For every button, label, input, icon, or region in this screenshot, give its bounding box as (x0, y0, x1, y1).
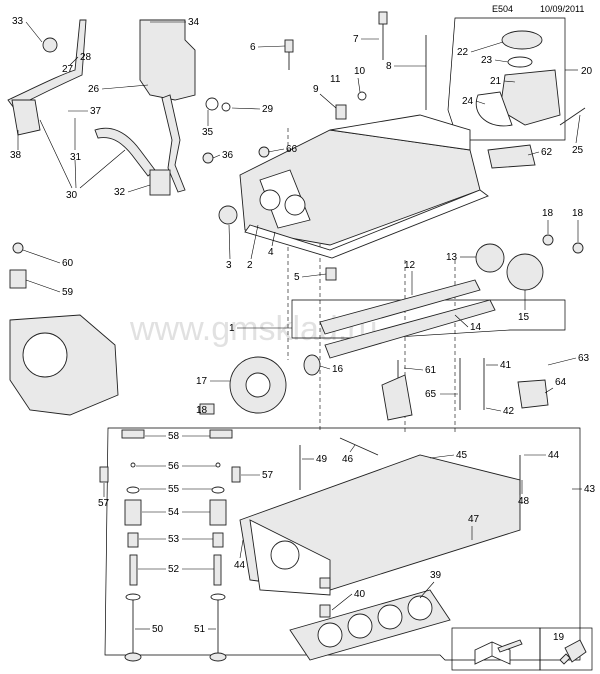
callout-44-top: 44 (548, 450, 560, 461)
brackets-right (381, 358, 549, 421)
callout-53: 53 (168, 534, 180, 545)
callout-57-right: 57 (262, 470, 274, 481)
callout-7: 7 (353, 34, 359, 45)
callout-16: 16 (332, 364, 344, 375)
callout-4: 4 (268, 247, 274, 258)
callout-21: 21 (490, 76, 502, 87)
callout-43: 43 (584, 484, 596, 495)
callout-25: 25 (572, 145, 584, 156)
camshaft-sprocket (199, 356, 287, 415)
callout-3: 3 (226, 260, 232, 271)
callout-44-left: 44 (234, 560, 246, 571)
callout-24: 24 (462, 96, 474, 107)
callout-57-left: 57 (98, 498, 110, 509)
camshaft-cover (218, 114, 489, 281)
callout-56: 56 (168, 461, 180, 472)
callout-29: 29 (262, 104, 274, 115)
callout-8: 8 (386, 61, 392, 72)
callout-28: 28 (80, 52, 92, 63)
callout-58: 58 (168, 431, 180, 442)
camshaft-group-frame (291, 299, 566, 339)
callout-17: 17 (196, 376, 208, 387)
callout-54: 54 (168, 507, 180, 518)
callout-13: 13 (446, 252, 458, 263)
callout-5: 5 (294, 272, 300, 283)
callout-62: 62 (541, 147, 553, 158)
callout-34: 34 (188, 17, 200, 28)
callout-49: 49 (316, 454, 328, 465)
callout-9: 9 (313, 84, 319, 95)
valvetrain-parts (99, 429, 241, 662)
callout-59: 59 (62, 287, 74, 298)
callout-65: 65 (425, 389, 437, 400)
head-gasket (289, 589, 451, 661)
callout-66: 66 (286, 144, 298, 155)
callout-51: 51 (194, 624, 206, 635)
sealant-tube-icon (539, 627, 593, 671)
callout-2: 2 (247, 260, 253, 271)
open-book-wrench-icon (451, 627, 541, 671)
callout-40: 40 (354, 589, 366, 600)
callout-23: 23 (481, 55, 493, 66)
callout-47: 47 (468, 514, 480, 525)
callout-20: 20 (581, 66, 593, 77)
callouts: 33 34 28 27 26 37 38 31 30 32 35 29 36 6… (10, 16, 596, 643)
callout-48: 48 (518, 496, 530, 507)
callout-36: 36 (222, 150, 234, 161)
pump-bracket (9, 242, 119, 416)
callout-31: 31 (70, 152, 82, 163)
callout-45: 45 (456, 450, 468, 461)
callout-14: 14 (470, 322, 482, 333)
callout-27: 27 (62, 64, 74, 75)
cylinder-head-group-frame (104, 427, 581, 661)
callout-30: 30 (66, 190, 78, 201)
callout-38: 38 (10, 150, 22, 161)
callout-60: 60 (62, 258, 74, 269)
callout-42: 42 (503, 406, 515, 417)
thermostat-housing (475, 30, 586, 169)
callout-10: 10 (354, 66, 366, 77)
callout-15: 15 (518, 312, 530, 323)
callout-12: 12 (404, 260, 416, 271)
callout-18-cam-right: 18 (572, 208, 584, 219)
crankcase-vent-hoses (7, 19, 231, 196)
callout-39: 39 (430, 570, 442, 581)
callout-1: 1 (229, 323, 235, 334)
diagram-date: 10/09/2011 (540, 4, 584, 14)
callout-18-cam-left: 18 (542, 208, 554, 219)
callout-35: 35 (202, 127, 214, 138)
bolts-top (202, 11, 427, 164)
callout-41: 41 (500, 360, 512, 371)
cylinder-head (239, 437, 521, 618)
callout-37: 37 (90, 106, 102, 117)
callout-55: 55 (168, 484, 180, 495)
callout-26: 26 (88, 84, 100, 95)
callout-11: 11 (330, 74, 341, 85)
callout-63: 63 (578, 353, 590, 364)
callout-52: 52 (168, 564, 180, 575)
callout-19: 19 (553, 632, 565, 643)
thermostat-group-frame (447, 17, 578, 141)
diagram-code: E504 (492, 4, 513, 14)
callout-61: 61 (425, 365, 437, 376)
callout-46: 46 (342, 454, 354, 465)
callout-32: 32 (114, 187, 126, 198)
callout-22: 22 (457, 47, 469, 58)
callout-18-sprocket: 18 (196, 405, 208, 416)
callout-33: 33 (12, 16, 24, 27)
callout-6: 6 (250, 42, 256, 53)
callout-64: 64 (555, 377, 567, 388)
callout-50: 50 (152, 624, 164, 635)
camshafts (303, 234, 584, 376)
